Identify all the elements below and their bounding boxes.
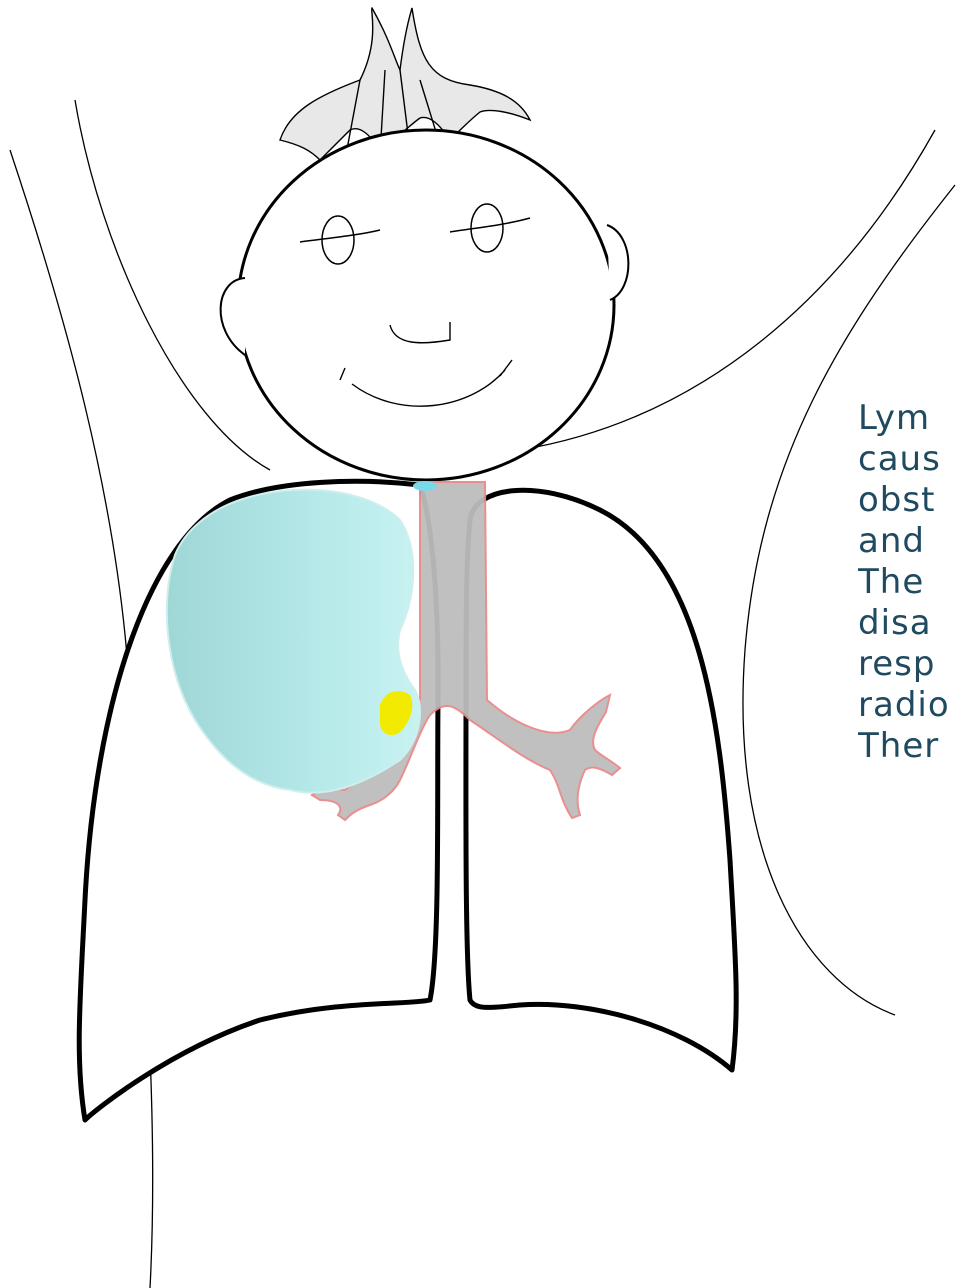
caption-line: and — [858, 521, 966, 562]
caption-line: The — [858, 562, 966, 603]
caption-text: Lym caus obst and The disa resp radio Th… — [858, 398, 966, 767]
caption-line: Lym — [858, 398, 966, 439]
face-outline — [238, 130, 614, 480]
caption-line: Ther — [858, 726, 966, 767]
caption-line: caus — [858, 439, 966, 480]
caption-line: resp — [858, 644, 966, 685]
caption-line: obst — [858, 480, 966, 521]
right-lung — [466, 490, 736, 1070]
neck-node — [413, 481, 437, 491]
caption-line: radio — [858, 685, 966, 726]
left-ear — [221, 278, 245, 355]
caption-line: disa — [858, 603, 966, 644]
child-head-icon — [221, 130, 629, 480]
right-ear — [607, 225, 628, 300]
